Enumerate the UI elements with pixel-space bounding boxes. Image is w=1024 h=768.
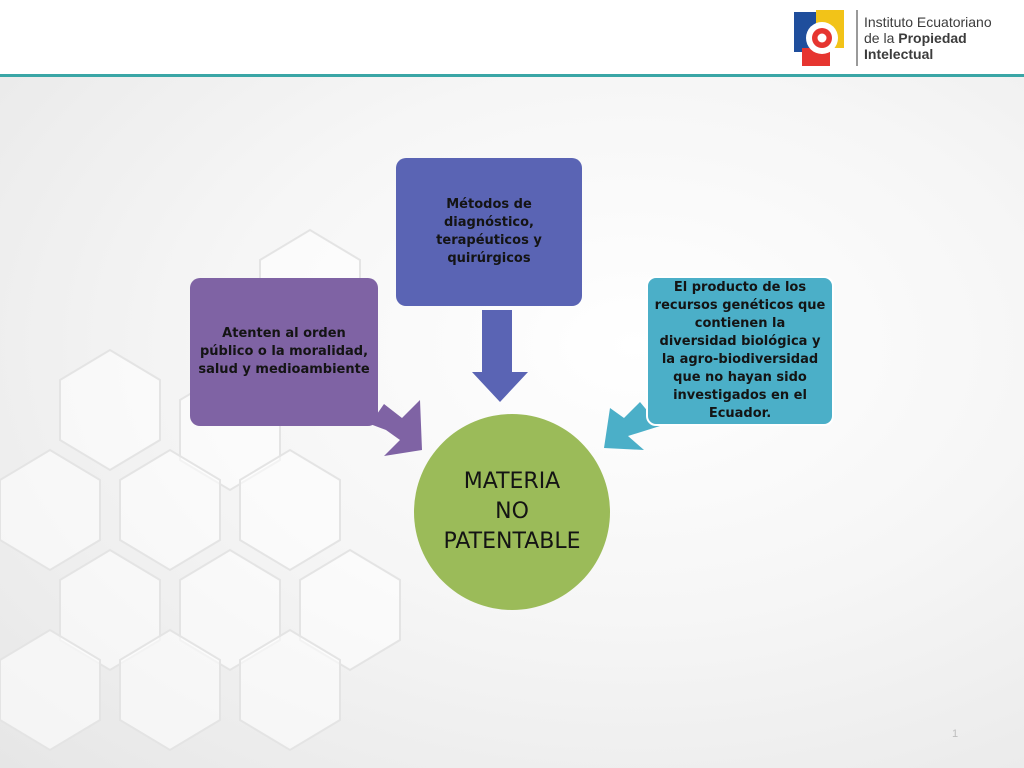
diagram-node-right-label: El producto de los recursos genéticos qu… bbox=[654, 279, 826, 423]
diagram-center-line2: NO bbox=[443, 497, 580, 527]
diagram-center-line3: PATENTABLE bbox=[443, 527, 580, 557]
diagram-node-top-label: Métodos de diagnóstico, terapéuticos y q… bbox=[402, 196, 576, 268]
diagram-node-top: Métodos de diagnóstico, terapéuticos y q… bbox=[396, 158, 582, 306]
arrow-top-to-center bbox=[472, 310, 528, 402]
diagram-center-label: MATERIA NO PATENTABLE bbox=[443, 467, 580, 557]
diagram-node-right: El producto de los recursos genéticos qu… bbox=[646, 276, 834, 426]
diagram-node-left-label: Atenten al orden público o la moralidad,… bbox=[196, 325, 372, 379]
diagram-node-left: Atenten al orden público o la moralidad,… bbox=[190, 278, 378, 426]
page-number: 1 bbox=[952, 728, 958, 740]
diagram-center-node: MATERIA NO PATENTABLE bbox=[414, 414, 610, 610]
diagram-center-line1: MATERIA bbox=[443, 467, 580, 497]
